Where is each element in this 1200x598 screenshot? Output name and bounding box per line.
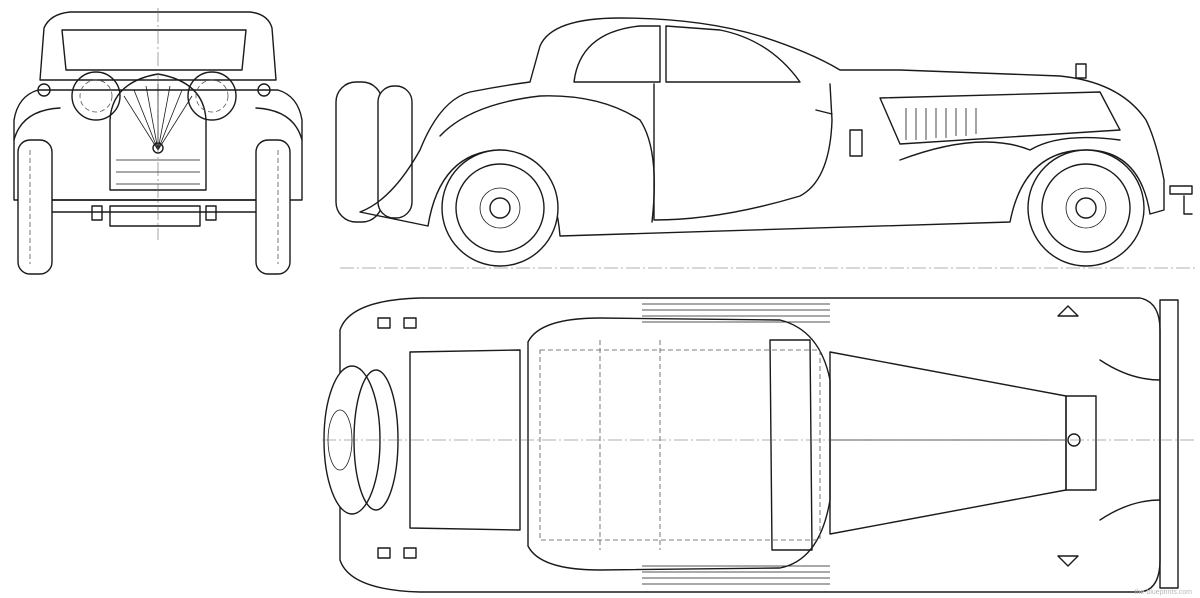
car-body-plan [339,297,1161,593]
front-wheel [1027,149,1145,267]
front-right-tyre [255,139,291,275]
side-view [335,17,1196,269]
right-headlamp [187,71,237,121]
top-view [322,297,1196,593]
rear-deck [409,349,521,531]
left-headlamp [71,71,121,121]
rear-wheel [441,149,559,267]
number-plate [109,205,201,227]
front-left-tyre [17,139,53,275]
door-handle [849,129,863,157]
front-bumper-plan [1159,299,1179,589]
spare-wheel [335,81,383,223]
windscreen [769,339,813,551]
rear-window [573,25,661,83]
bonnet [879,91,1121,145]
roof-plan [527,317,831,571]
watermark-text: the-blueprints.com [1134,589,1192,596]
door [653,83,833,221]
radiator-plan [1065,395,1097,491]
side-window [665,25,801,83]
bonnet-plan [829,351,1067,535]
front-view [13,8,303,275]
radiator-cap [1075,63,1087,79]
